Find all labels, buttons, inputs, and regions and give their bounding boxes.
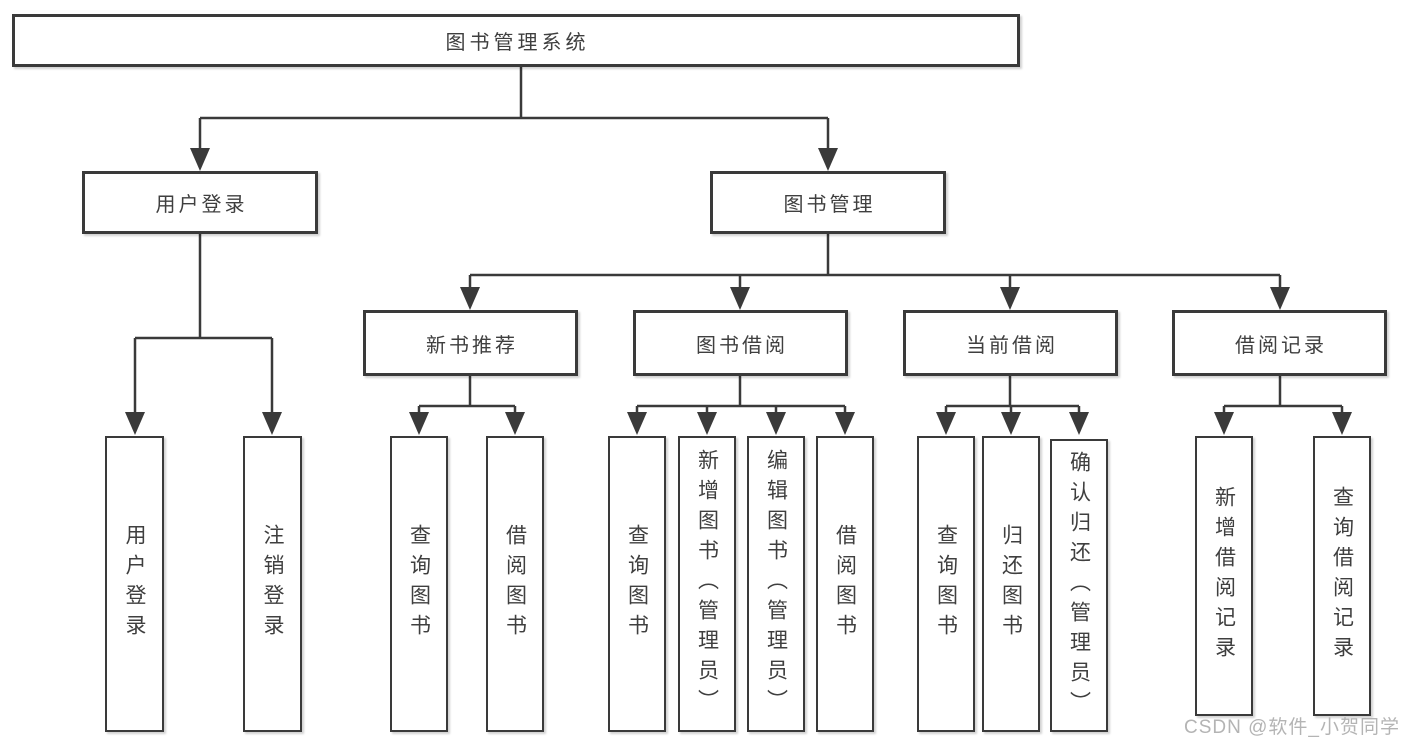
leaf-label: 编辑图书（管理员） <box>764 449 788 719</box>
node-user-login-label: 用户登录 <box>155 194 248 216</box>
node-borrow-query-books: 查询图书 <box>608 436 666 732</box>
node-root: 图书管理系统 <box>12 14 1020 67</box>
node-root-label: 图书管理系统 <box>445 32 590 54</box>
node-user-login: 用户登录 <box>82 171 318 234</box>
node-new-book-recommend: 新书推荐 <box>363 310 578 376</box>
node-recommend-query-books: 查询图书 <box>390 436 448 732</box>
node-book-borrow: 图书借阅 <box>633 310 848 376</box>
node-book-management-label: 图书管理 <box>783 194 876 216</box>
leaf-label: 归还图书 <box>999 524 1023 644</box>
node-logout-action: 注销登录 <box>243 436 302 732</box>
leaf-label: 用户登录 <box>123 524 146 644</box>
node-book-management: 图书管理 <box>710 171 946 234</box>
node-query-borrow-record: 查询借阅记录 <box>1313 436 1371 716</box>
node-user-login-action: 用户登录 <box>105 436 164 732</box>
node-new-book-recommend-label: 新书推荐 <box>426 334 518 357</box>
node-return-books: 归还图书 <box>982 436 1040 732</box>
leaf-label: 注销登录 <box>261 524 284 644</box>
node-current-borrow-label: 当前借阅 <box>966 334 1058 357</box>
leaf-label: 确认归还（管理员） <box>1067 450 1091 721</box>
node-confirm-return-admin: 确认归还（管理员） <box>1050 439 1108 732</box>
leaf-label: 查询图书 <box>934 524 958 644</box>
csdn-watermark: CSDN @软件_小贺同学 <box>1184 717 1400 738</box>
node-add-books-admin: 新增图书（管理员） <box>678 436 736 732</box>
leaf-label: 借阅图书 <box>833 524 857 644</box>
leaf-label: 查询图书 <box>625 524 649 644</box>
node-recommend-borrow-books: 借阅图书 <box>486 436 544 732</box>
leaf-label: 新增借阅记录 <box>1212 486 1236 666</box>
leaf-label: 查询借阅记录 <box>1330 486 1354 666</box>
node-add-borrow-record: 新增借阅记录 <box>1195 436 1253 716</box>
node-book-borrow-label: 图书借阅 <box>696 334 788 357</box>
node-borrow-record-label: 借阅记录 <box>1235 334 1327 357</box>
leaf-label: 借阅图书 <box>503 524 527 644</box>
node-borrow-record: 借阅记录 <box>1172 310 1387 376</box>
leaf-label: 查询图书 <box>407 524 431 644</box>
node-borrow-borrow-books: 借阅图书 <box>816 436 874 732</box>
node-current-query-books: 查询图书 <box>917 436 975 732</box>
leaf-label: 新增图书（管理员） <box>695 449 719 719</box>
node-edit-books-admin: 编辑图书（管理员） <box>747 436 805 732</box>
node-current-borrow: 当前借阅 <box>903 310 1118 376</box>
